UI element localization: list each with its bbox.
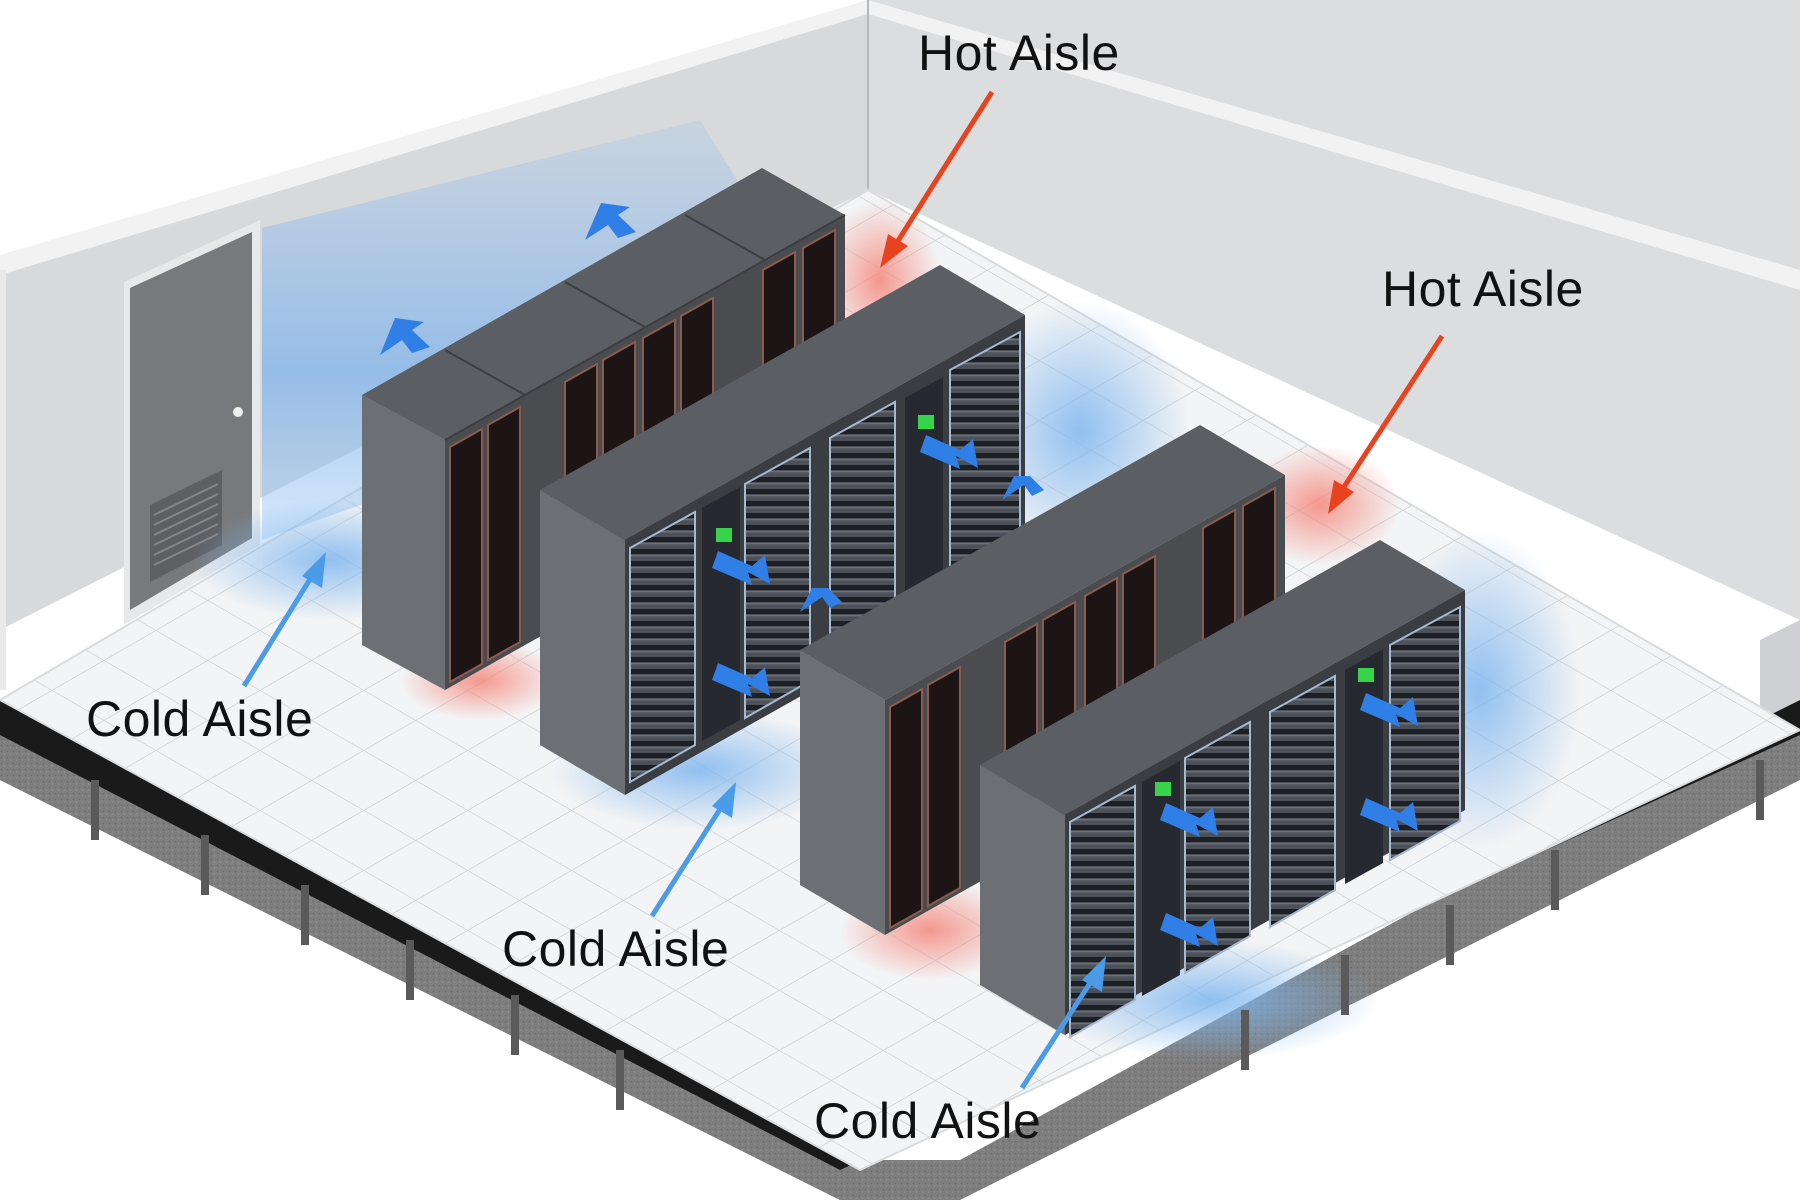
status-led (1358, 668, 1374, 682)
status-led (918, 415, 934, 429)
cold-aisle-arrow-2 (649, 782, 736, 918)
status-led (716, 528, 732, 542)
hot-aisle-arrow-1 (880, 90, 995, 268)
rack-row-2 (540, 265, 1025, 795)
hot-aisle-label-1: Hot Aisle (918, 25, 1120, 81)
cold-aisle-arrow-1 (241, 552, 326, 688)
cold-aisle-arrow-3 (1019, 956, 1106, 1090)
hot-aisle-label-2: Hot Aisle (1382, 261, 1584, 317)
cold-aisle-label-2: Cold Aisle (502, 921, 730, 977)
status-led (1155, 782, 1171, 796)
cold-aisle-label-3: Cold Aisle (814, 1093, 1042, 1149)
hot-aisle-arrow-2 (1328, 334, 1445, 514)
airflow-arrows (380, 203, 1418, 947)
raised-floor (0, 700, 1800, 1200)
cold-aisle-label-1: Cold Aisle (86, 691, 314, 747)
floor-stands (91, 760, 1764, 1110)
